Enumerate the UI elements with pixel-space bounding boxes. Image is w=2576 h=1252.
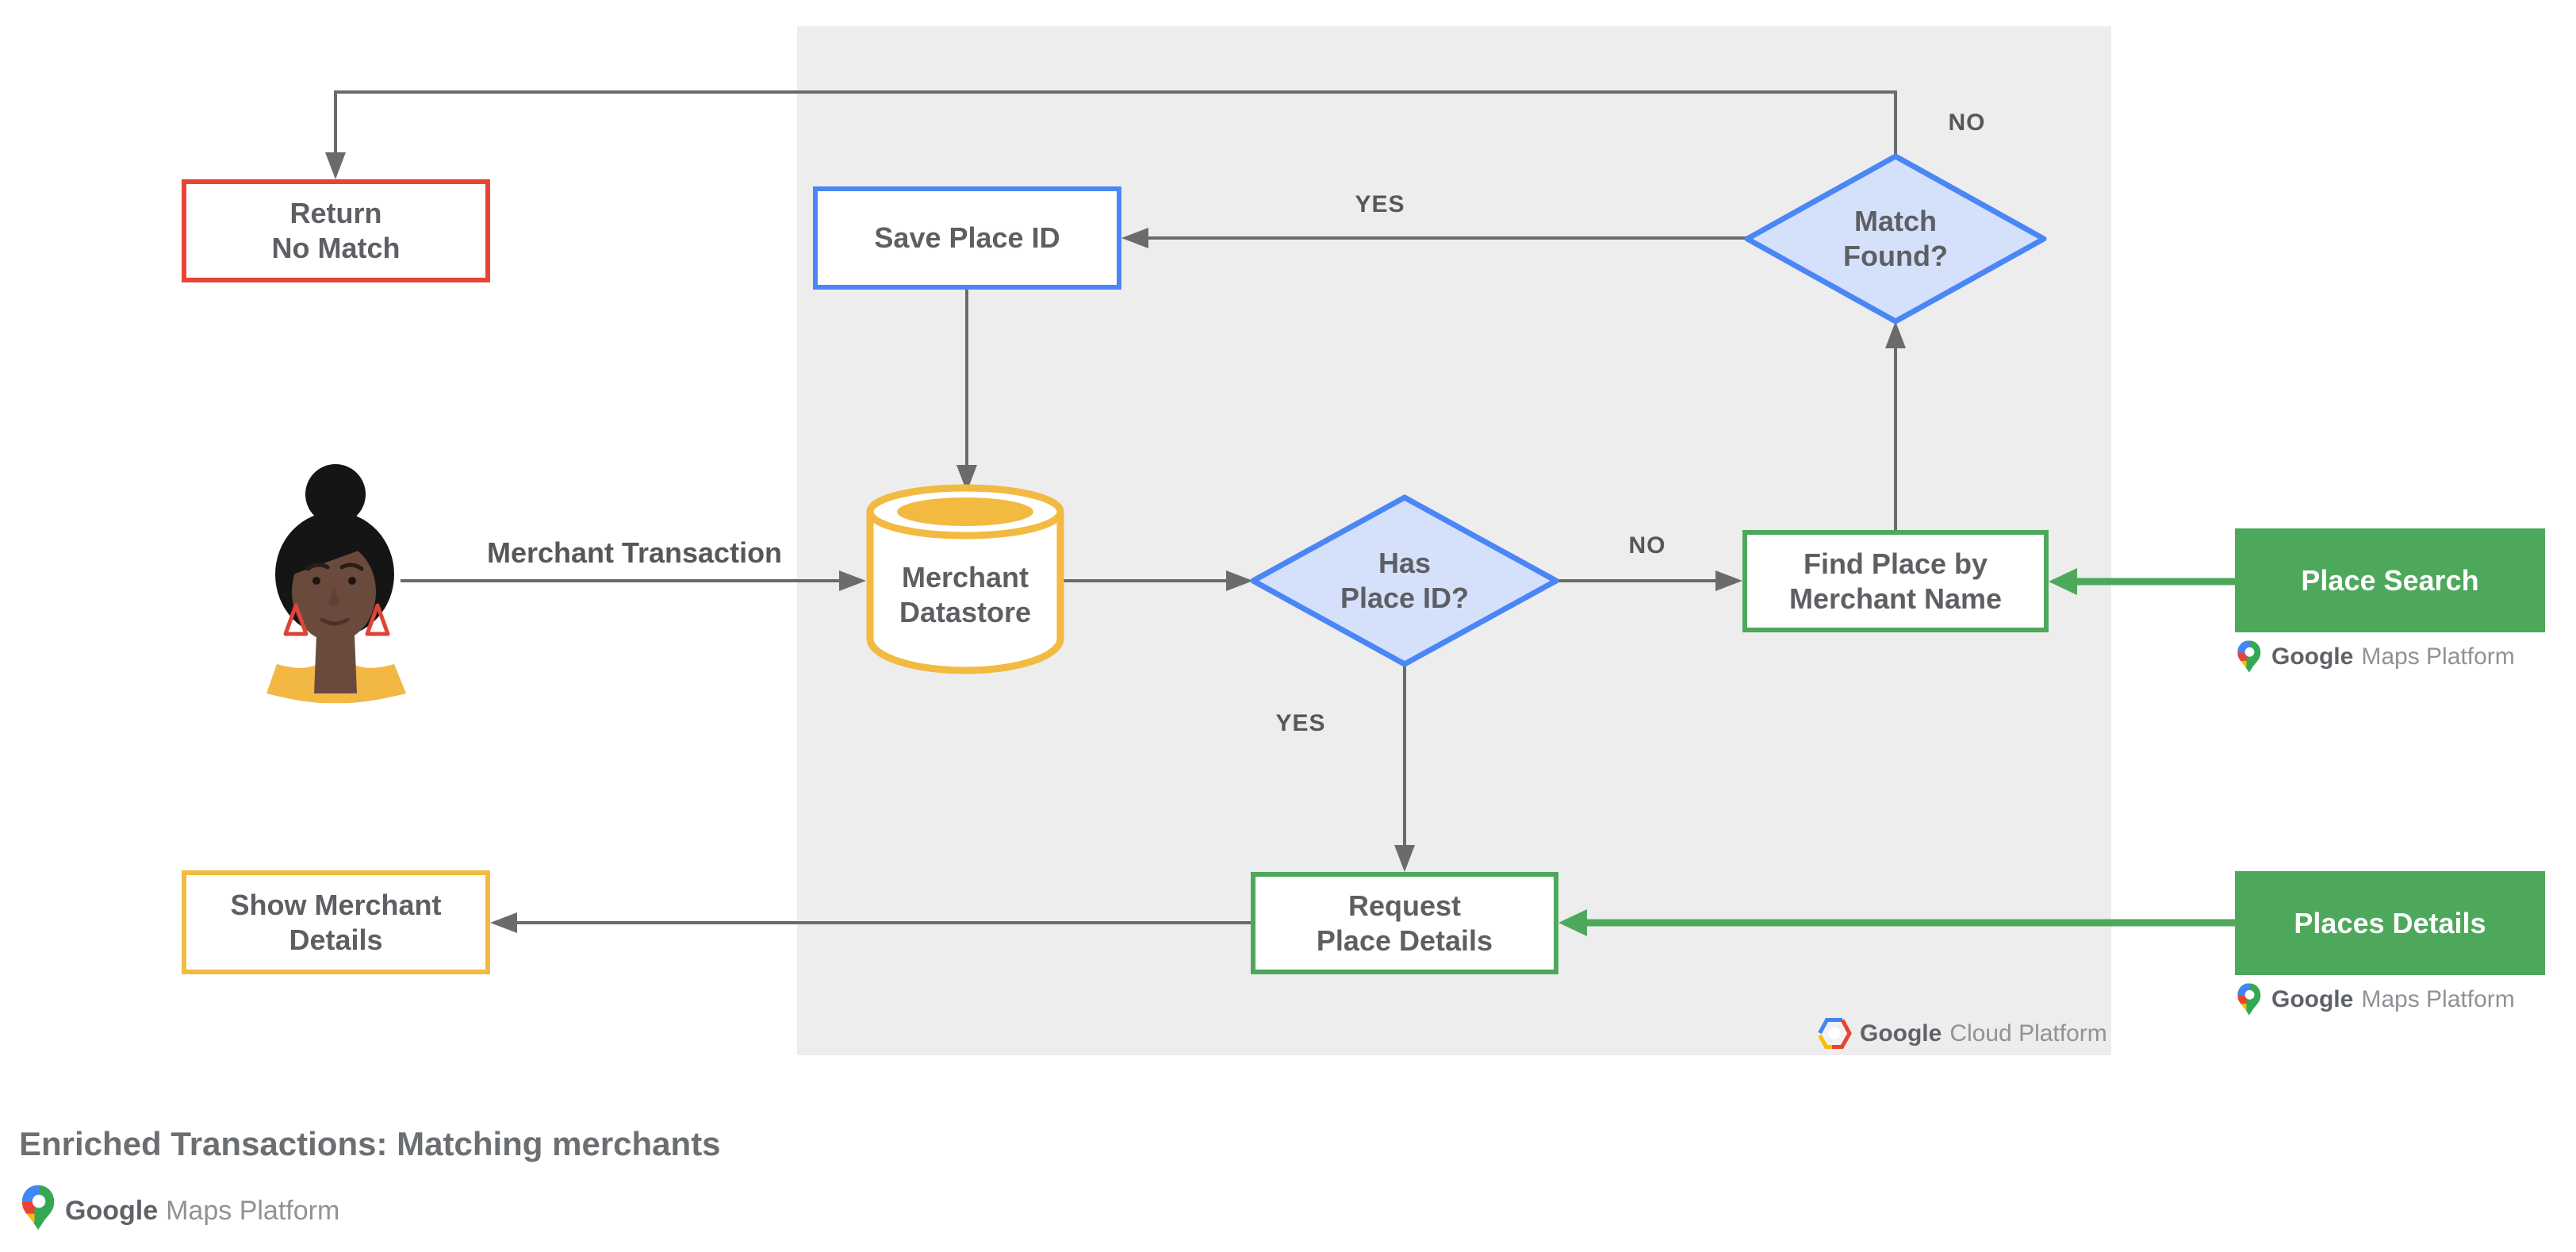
label-yes-save: YES xyxy=(1355,191,1405,217)
node-request-place-details: Request Place Details xyxy=(1251,872,1558,974)
avatar-face xyxy=(292,542,376,642)
brand-suffix: Maps Platform xyxy=(2361,643,2515,670)
brand-suffix: Maps Platform xyxy=(2361,986,2515,1012)
avatar-eyebrow xyxy=(305,563,330,571)
label-merchant-transaction: Merchant Transaction xyxy=(486,536,783,569)
brand-google: Google xyxy=(2271,643,2354,670)
brand-suffix: Maps Platform xyxy=(166,1195,340,1226)
label-yes-request: YES xyxy=(1275,710,1326,736)
node-save-place-id: Save Place ID xyxy=(813,186,1121,290)
arrowhead-icon xyxy=(325,152,346,179)
maps-platform-lockup: Google Maps Platform xyxy=(2271,641,2515,673)
label-no-top: NO xyxy=(1948,109,1986,136)
user-avatar xyxy=(266,464,406,704)
label-no-find: NO xyxy=(1628,532,1666,559)
node-merchant-datastore-label: Merchant Datastore xyxy=(899,561,1032,628)
cloud-platform-lockup: Google Cloud Platform xyxy=(1860,1018,2107,1050)
node-show-merchant-details: Show Merchant Details xyxy=(182,870,490,974)
maps-platform-lockup: Google Maps Platform xyxy=(2271,984,2515,1016)
maps-pin-icon xyxy=(2237,983,2261,1016)
node-has-place-id-label: Has Place ID? xyxy=(1340,547,1470,614)
maps-pin-icon xyxy=(21,1185,55,1230)
node-find-place: Find Place by Merchant Name xyxy=(1742,530,2049,632)
node-match-found-label: Match Found? xyxy=(1843,205,1948,272)
avatar-earring xyxy=(365,603,390,636)
avatar-eyebrow xyxy=(339,563,364,571)
node-return-no-match: Return No Match xyxy=(182,179,490,282)
avatar-nose xyxy=(328,587,339,605)
brand-google: Google xyxy=(1860,1020,1942,1047)
avatar-earring xyxy=(283,603,309,636)
avatar-eye xyxy=(312,577,320,585)
avatar-hair xyxy=(275,512,394,637)
maps-platform-lockup-footer: Google Maps Platform xyxy=(65,1192,339,1230)
avatar-neck xyxy=(314,616,357,693)
brand-suffix: Cloud Platform xyxy=(1949,1020,2107,1047)
avatar-shirt xyxy=(266,659,406,704)
brand-google: Google xyxy=(2271,986,2354,1012)
avatar-eye xyxy=(348,577,356,585)
arrowhead-icon xyxy=(490,912,517,933)
node-places-details: Places Details xyxy=(2235,871,2545,975)
node-place-search: Place Search xyxy=(2235,528,2545,632)
avatar-mouth xyxy=(320,617,350,626)
diagram-title: Enriched Transactions: Matching merchant… xyxy=(19,1125,721,1162)
avatar-hair-bun xyxy=(305,464,366,524)
brand-google: Google xyxy=(65,1195,159,1226)
maps-pin-icon xyxy=(2237,640,2261,673)
